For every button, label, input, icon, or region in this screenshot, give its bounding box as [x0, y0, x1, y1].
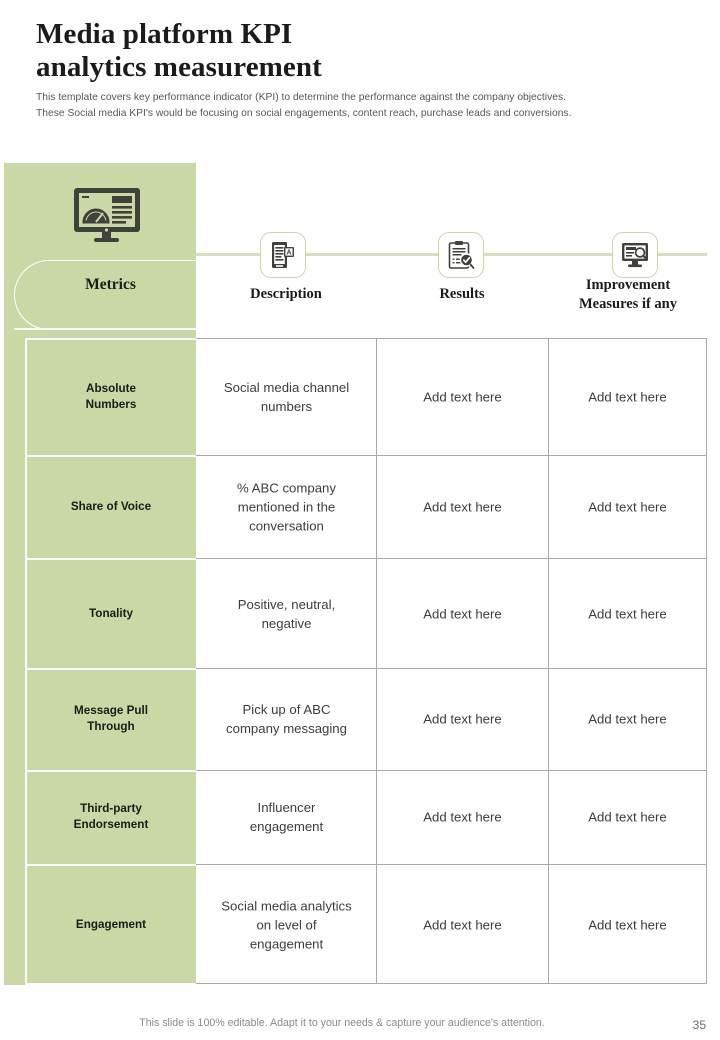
page-subtitle-line-1: This template covers key performance ind… [36, 92, 566, 103]
grid-hline-1 [196, 455, 707, 456]
sidebar-row-rule-1 [25, 455, 196, 457]
grid-vline-3 [706, 338, 707, 984]
sidebar-metrics-label: Metrics [85, 276, 136, 293]
sidebar-row-rule-0 [25, 338, 196, 340]
sidebar-row-rule-3 [25, 668, 196, 670]
page-title-line-2: analytics measurement [36, 51, 322, 83]
slide-header: Media platform KPI analytics measurement… [36, 18, 696, 121]
metric-name-engagement: Engagement [75, 918, 147, 931]
metrics-tab-outline-bottom [14, 328, 196, 330]
description-header-icon-box: A [260, 232, 306, 278]
cell-description-3: Pick up of ABC company messaging [226, 702, 347, 736]
cell-description-2: Positive, neutral, negative [237, 597, 336, 631]
sidebar-vertical-rule [25, 338, 27, 983]
cell-improvement-0[interactable]: Add text here [588, 389, 667, 405]
page-title-line-1: Media platform KPI [36, 18, 293, 50]
sidebar-row-rule-2 [25, 558, 196, 560]
metric-name-third-party-endorsement: Third-party Endorsement [73, 802, 149, 831]
cell-improvement-3[interactable]: Add text here [588, 711, 667, 727]
metric-name-share-of-voice: Share of Voice [70, 500, 152, 513]
grid-hline-0 [196, 338, 707, 339]
cell-improvement-5[interactable]: Add text here [588, 917, 667, 933]
sidebar-row-rule-6 [25, 983, 196, 985]
page-subtitle: This template covers key performance ind… [36, 90, 696, 121]
cell-description-0: Social media channel numbers [223, 380, 350, 414]
grid-hline-5 [196, 864, 707, 865]
footer-note: This slide is 100% editable. Adapt it to… [139, 1017, 545, 1029]
cell-results-3[interactable]: Add text here [423, 711, 502, 727]
cell-improvement-1[interactable]: Add text here [588, 499, 667, 515]
improvement-header-icon-box [612, 232, 658, 278]
column-title-description: Description [250, 286, 322, 302]
cell-results-2[interactable]: Add text here [423, 606, 502, 622]
metric-name-absolute-numbers: Absolute Numbers [85, 382, 137, 411]
column-title-improvement: Improvement Measures if any [578, 277, 677, 312]
page-number: 35 [692, 1018, 706, 1032]
column-title-results: Results [439, 286, 485, 302]
sidebar-row-rule-5 [25, 864, 196, 866]
cell-improvement-2[interactable]: Add text here [588, 606, 667, 622]
metric-name-tonality: Tonality [89, 607, 133, 620]
grid-hline-4 [196, 770, 707, 771]
svg-text:A: A [286, 249, 291, 256]
page-subtitle-line-2: These Social media KPI's would be focusi… [36, 107, 572, 119]
grid-vline-1 [376, 338, 377, 984]
cell-results-4[interactable]: Add text here [423, 809, 502, 825]
results-header-icon-box [438, 232, 484, 278]
cell-results-0[interactable]: Add text here [423, 389, 502, 405]
sidebar-row-rule-4 [25, 770, 196, 772]
cell-description-4: Influencer engagement [249, 800, 324, 834]
cell-improvement-4[interactable]: Add text here [588, 809, 667, 825]
metric-name-message-pull-through: Message Pull Through [73, 704, 149, 733]
grid-hline-3 [196, 668, 707, 669]
dashboard-monitor-icon [72, 186, 142, 248]
cell-description-5: Social media analytics on level of engag… [221, 898, 352, 952]
cell-results-1[interactable]: Add text here [423, 499, 502, 515]
cell-description-1: % ABC company mentioned in the conversat… [237, 480, 336, 534]
cell-results-5[interactable]: Add text here [423, 917, 502, 933]
metrics-tab-outline [14, 260, 210, 330]
grid-hline-2 [196, 558, 707, 559]
grid-vline-2 [548, 338, 549, 984]
grid-hline-6 [196, 983, 707, 984]
